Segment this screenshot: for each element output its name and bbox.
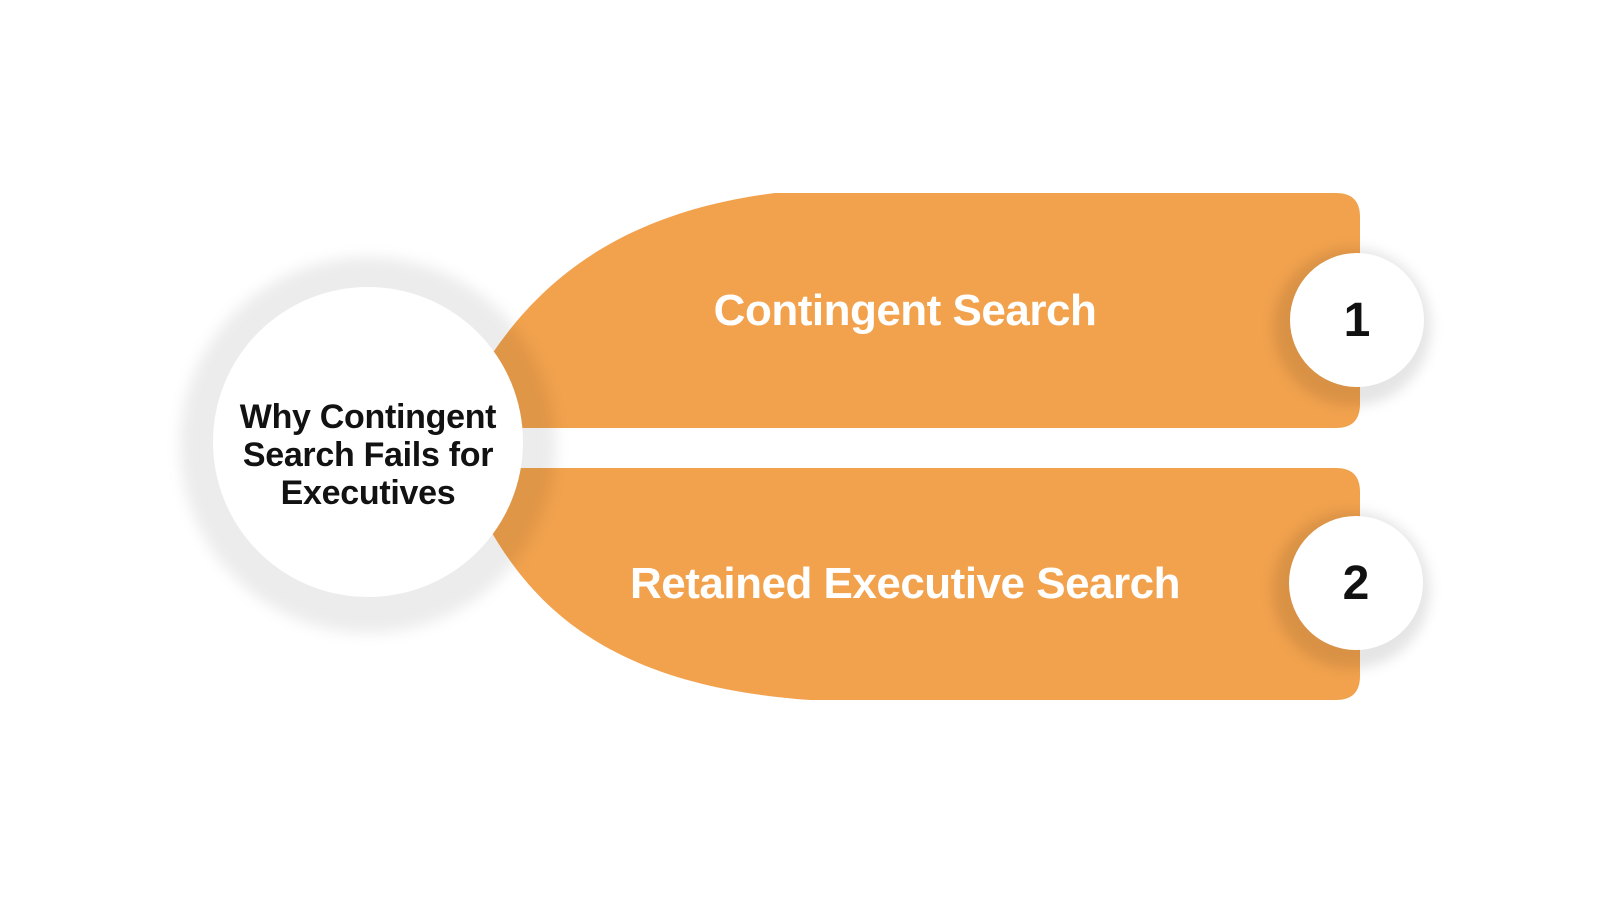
diagram-title-line-2: Search Fails for: [242, 436, 494, 474]
banner-shape-contingent-search: [430, 193, 1360, 428]
badge-1-number: 1: [1343, 293, 1371, 347]
diagram-title: Why Contingent Search Fails for Executiv…: [239, 398, 497, 512]
center-circle: Why Contingent Search Fails for Executiv…: [213, 287, 523, 597]
diagram-title-line-1: Why Contingent: [239, 398, 497, 436]
badge-2: 2: [1289, 516, 1423, 650]
banner-label-retained-executive-search: Retained Executive Search: [630, 559, 1180, 608]
badge-1: 1: [1290, 253, 1424, 387]
diagram-title-line-3: Executives: [280, 474, 456, 512]
banner-shape-retained-executive-search: [430, 468, 1360, 700]
banner-label-contingent-search: Contingent Search: [713, 285, 1097, 335]
badge-2-number: 2: [1342, 556, 1370, 610]
